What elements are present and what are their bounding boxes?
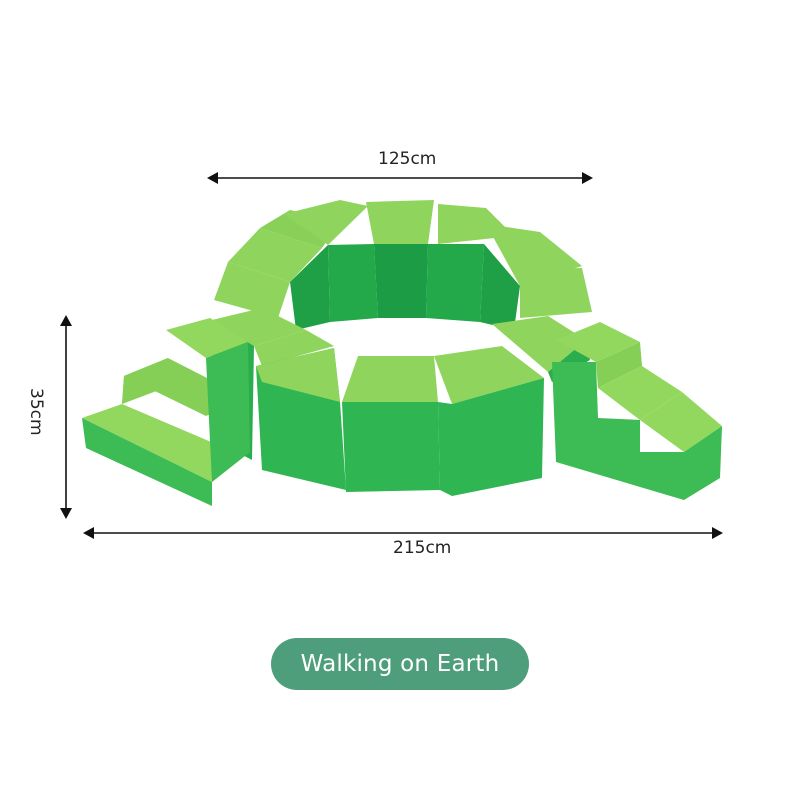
total-width-label: 215cm [393, 538, 452, 558]
height-label-wrapper: 35cm [8, 388, 46, 448]
product-name-button[interactable]: Walking on Earth [271, 638, 529, 690]
top-width-label: 125cm [378, 149, 437, 169]
arc-back-blocks [214, 200, 592, 330]
arc-front-blocks [212, 308, 590, 496]
height-label: 35cm [26, 388, 46, 436]
left-staircase [82, 318, 250, 506]
dimension-arrows [60, 172, 723, 539]
right-staircase [552, 322, 722, 500]
product-name-label: Walking on Earth [300, 651, 500, 677]
